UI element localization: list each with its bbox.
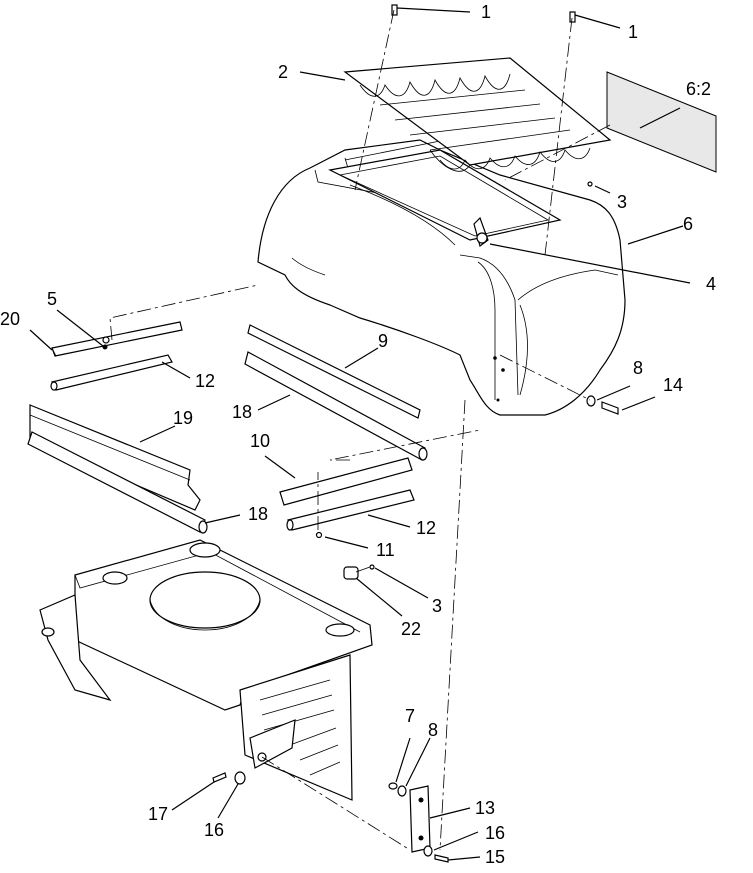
callout-16b: 16 [204,820,224,840]
frame-chassis [39,539,373,801]
callout-5: 5 [47,289,57,309]
callout-9: 9 [378,331,388,351]
bracket-20 [51,321,183,357]
callout-12a: 12 [195,371,215,391]
callout-3b: 3 [432,596,442,616]
callout-1a: 1 [481,2,491,22]
callout-3a: 3 [617,192,627,212]
callout-18b: 18 [248,504,268,524]
seal-strip-18-upper [244,351,428,461]
callout-16a: 16 [485,823,505,843]
callout-15: 15 [485,847,505,867]
spacer-22 [343,566,359,580]
callout-11: 11 [376,540,395,560]
seal-strip-12-left [50,354,173,391]
callout-6-2: 6:2 [686,79,711,99]
callout-22: 22 [401,619,421,639]
callout-6: 6 [683,214,693,234]
hood-shroud [257,139,626,416]
bracket-13 [409,785,431,853]
decal [606,71,717,173]
callout-17: 17 [148,804,168,824]
callout-20: 20 [0,309,20,329]
hardware [102,4,619,863]
bracket-9 [247,324,421,419]
seal-strip-18-lower [27,431,208,534]
callout-8b: 8 [428,720,438,740]
grille-panel [343,57,612,172]
callout-10: 10 [250,431,270,451]
callout-19: 19 [173,408,193,428]
callout-4: 4 [706,274,716,294]
callout-18a: 18 [232,402,252,422]
callout-7: 7 [405,706,415,726]
callout-13: 13 [475,798,495,818]
bracket-10 [279,457,413,506]
seal-strip-12-right [286,489,415,531]
callout-12b: 12 [416,518,436,538]
callout-8a: 8 [633,358,643,378]
callout-labels: 1 1 2 6:2 3 6 4 5 20 9 12 8 14 19 18 10 … [0,2,716,867]
leader-lines [29,7,691,861]
callout-1b: 1 [628,22,638,42]
assembly-lines [109,9,611,851]
callout-14: 14 [663,375,683,395]
callout-2: 2 [278,62,288,82]
